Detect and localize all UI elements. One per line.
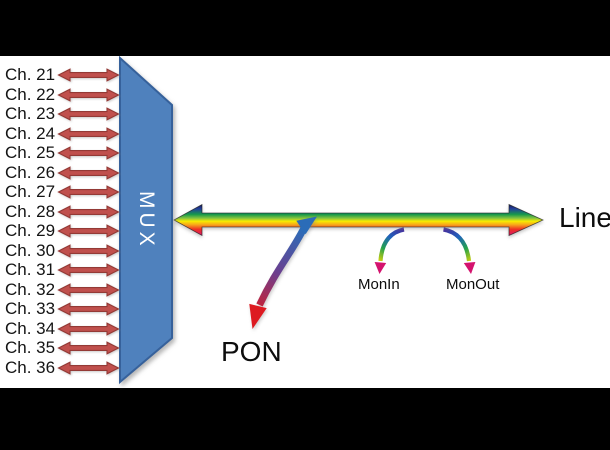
line-label: Line: [559, 202, 610, 233]
letterbox-top: [0, 0, 610, 56]
letterbox-bottom: [0, 388, 610, 450]
pon-label: PON: [221, 336, 282, 367]
pon-arrow-icon: [249, 216, 317, 329]
line-arrow: [173, 203, 544, 237]
mux-shape: [119, 55, 173, 385]
mon-out-arrow-icon: [443, 227, 476, 274]
mon-in-label: MonIn: [358, 276, 400, 293]
mon-in-arrow-icon: [374, 227, 405, 274]
mon-out-label: MonOut: [446, 276, 500, 293]
